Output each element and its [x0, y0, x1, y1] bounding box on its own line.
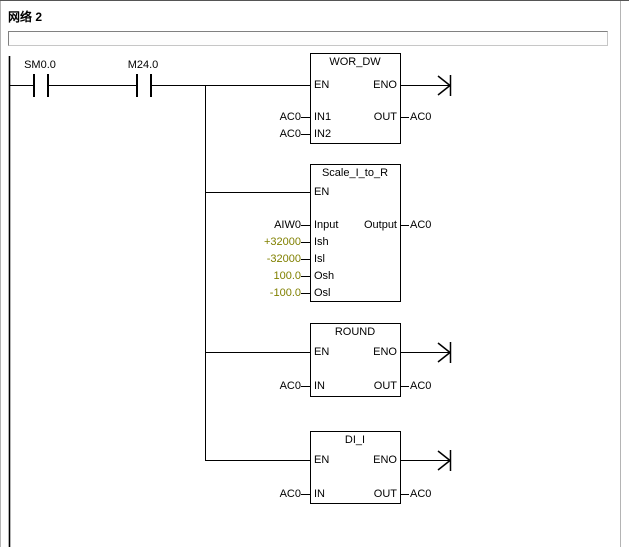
pin-output: Output [363, 219, 397, 231]
block-outline-wor-dw[interactable] [310, 53, 401, 144]
contact-label-sm0-0[interactable]: SM0.0 [24, 59, 56, 71]
pin-osl: Osl [314, 287, 331, 299]
block-title[interactable]: Scale_I_to_R [321, 167, 389, 179]
eno-open-arrow-icon [400, 450, 452, 471]
pin-in: IN [314, 488, 325, 500]
rung-wires [9, 85, 310, 461]
block-outline-round[interactable] [310, 323, 401, 397]
pin-en: EN [314, 79, 330, 91]
pin-eno: ENO [373, 79, 397, 91]
window-right-edge [620, 1, 621, 547]
operand-in1[interactable]: AC0 [279, 111, 301, 123]
block-title[interactable]: ROUND [334, 326, 376, 338]
eno-open-arrow-icon [400, 75, 452, 96]
operand-in[interactable]: AC0 [279, 488, 301, 500]
pin-out: OUT [373, 111, 397, 123]
operand-out[interactable]: AC0 [410, 380, 432, 392]
pin-out: OUT [373, 380, 397, 392]
contact-label-m24-0[interactable]: M24.0 [127, 59, 159, 71]
operand-out[interactable]: AC0 [410, 111, 432, 123]
contact-symbol-m24-0[interactable] [136, 74, 152, 97]
pin-input: Input [314, 219, 339, 231]
operand-out[interactable]: AC0 [410, 488, 432, 500]
block-outline-scale-i-to-r[interactable] [310, 164, 401, 302]
operand-in2[interactable]: AC0 [279, 128, 301, 140]
block-title[interactable]: WOR_DW [329, 56, 381, 68]
window-left-edge [0, 1, 1, 547]
pin-in1: IN1 [314, 111, 332, 123]
block-title[interactable]: DI_I [344, 434, 366, 446]
pin-en: EN [314, 346, 330, 358]
pin-osh: Osh [314, 270, 335, 282]
pin-ticks [301, 117, 409, 495]
pin-en: EN [314, 186, 330, 198]
operand-osl[interactable]: -100.0 [269, 287, 301, 299]
operand-input[interactable]: AIW0 [274, 219, 301, 231]
contact-symbol-sm0-0[interactable] [33, 74, 49, 97]
block-outline-di-i[interactable] [310, 431, 401, 504]
pin-ish: Ish [314, 236, 329, 248]
network-comment-bar[interactable] [8, 31, 608, 46]
operand-in[interactable]: AC0 [279, 380, 301, 392]
pin-in: IN [314, 380, 325, 392]
operand-ish[interactable]: +32000 [263, 236, 301, 248]
network-title: 网络 2 [8, 10, 43, 24]
operand-isl[interactable]: -32000 [266, 253, 301, 265]
pin-en: EN [314, 454, 330, 466]
pin-eno: ENO [373, 454, 397, 466]
operand-osh[interactable]: 100.0 [273, 270, 301, 282]
pin-in2: IN2 [314, 128, 332, 140]
pin-out: OUT [373, 488, 397, 500]
eno-open-arrow-icon [400, 342, 452, 363]
pin-isl: Isl [314, 253, 325, 265]
pin-eno: ENO [373, 346, 397, 358]
operand-output[interactable]: AC0 [410, 219, 432, 231]
